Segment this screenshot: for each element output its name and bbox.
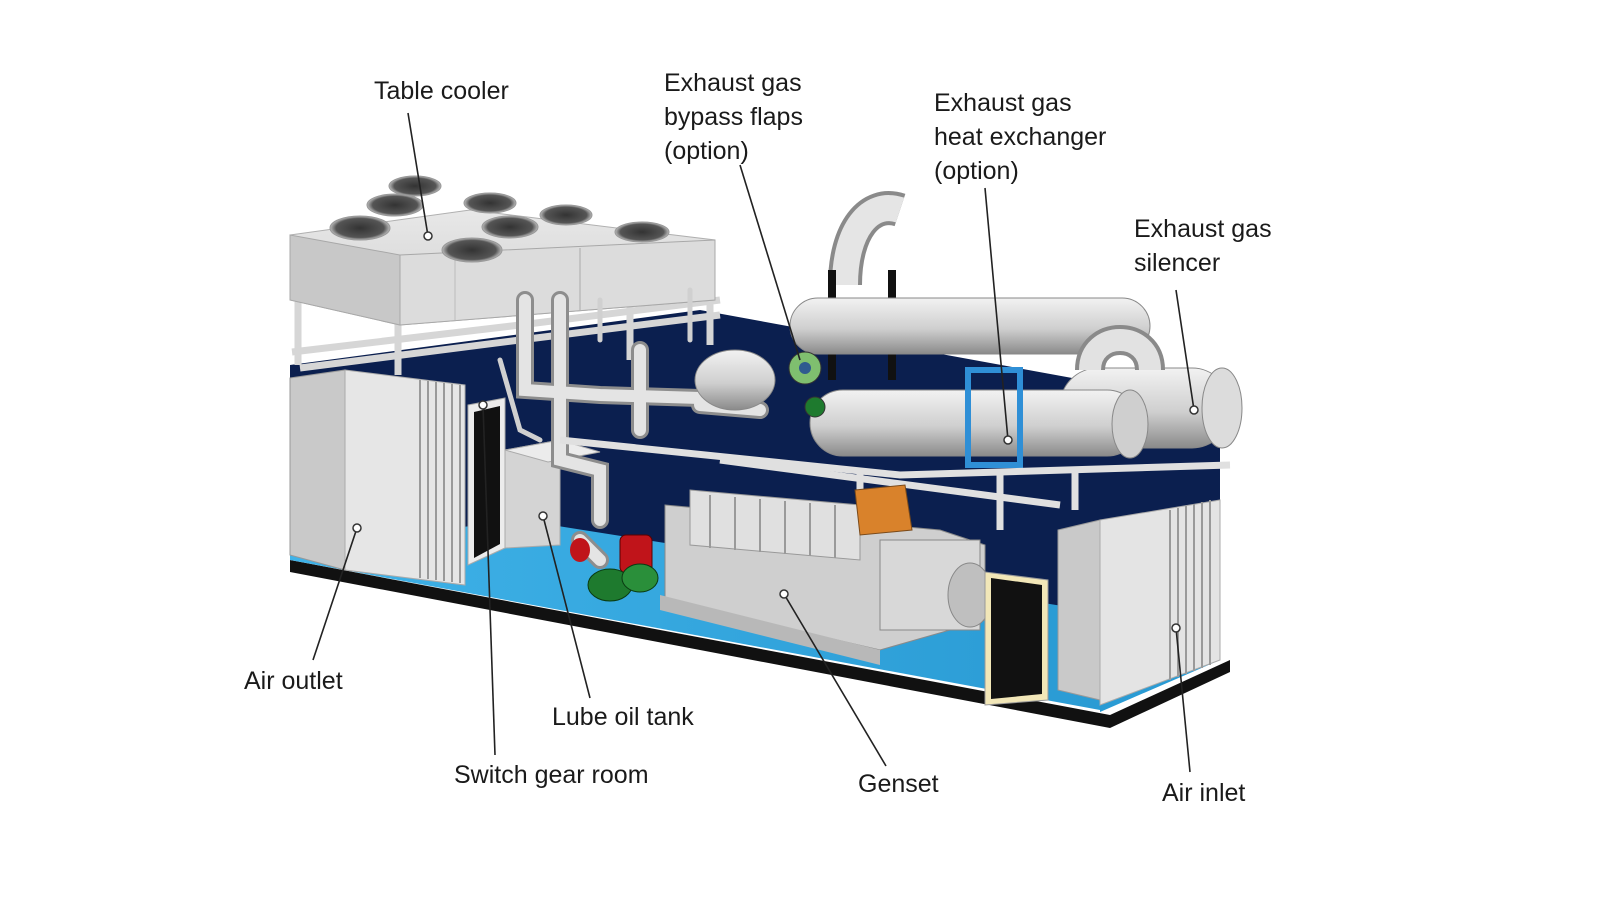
label-hx-line-3: (option) bbox=[934, 157, 1019, 185]
container-base bbox=[290, 560, 1230, 728]
cooler-fans bbox=[329, 175, 670, 263]
label-silencer-line-2: silencer bbox=[1134, 249, 1221, 277]
air-inlet-louvers bbox=[1057, 499, 1221, 706]
leader-lines bbox=[312, 112, 1195, 773]
label-exhaust-bypass-flaps: Exhaust gas bypass flaps (option) bbox=[664, 66, 803, 168]
anchor-dots bbox=[352, 231, 1199, 633]
leader-heat-exchanger bbox=[984, 187, 1009, 441]
label-air-inlet: Air inlet bbox=[1162, 776, 1245, 810]
exhaust-system bbox=[694, 191, 1243, 468]
label-hx-line-1: Exhaust gas bbox=[934, 89, 1072, 117]
label-table-cooler: Table cooler bbox=[374, 74, 509, 108]
table-cooler-blocks bbox=[289, 209, 716, 326]
leader-silencer bbox=[1175, 289, 1195, 411]
engine-frame-rails bbox=[559, 436, 1231, 530]
label-genset: Genset bbox=[858, 767, 939, 801]
label-bypass-line-2: bypass flaps bbox=[664, 103, 803, 131]
label-silencer-line-1: Exhaust gas bbox=[1134, 215, 1272, 243]
label-exhaust-heat-exchanger: Exhaust gas heat exchanger (option) bbox=[934, 86, 1106, 188]
leader-table-cooler bbox=[407, 112, 429, 237]
label-air-outlet: Air outlet bbox=[244, 664, 343, 698]
label-lube-oil-tank-text: Lube oil tank bbox=[552, 703, 694, 731]
genset-engine bbox=[660, 484, 993, 665]
leader-switch-gear bbox=[482, 404, 496, 756]
leader-genset bbox=[783, 593, 887, 767]
label-air-inlet-text: Air inlet bbox=[1162, 779, 1246, 807]
label-exhaust-silencer: Exhaust gas silencer bbox=[1134, 212, 1272, 280]
label-genset-text: Genset bbox=[858, 770, 939, 798]
genset-room-door bbox=[984, 571, 1049, 706]
label-air-outlet-text: Air outlet bbox=[244, 667, 343, 695]
air-outlet-louvers bbox=[289, 369, 466, 586]
label-bypass-line-1: Exhaust gas bbox=[664, 69, 802, 97]
leader-bypass-flaps bbox=[739, 164, 801, 361]
label-switch-gear-room: Switch gear room bbox=[454, 758, 649, 792]
leader-air-inlet bbox=[1175, 627, 1191, 773]
leader-lube-oil bbox=[542, 515, 591, 699]
leader-air-outlet bbox=[312, 527, 358, 661]
label-switch-gear-room-text: Switch gear room bbox=[454, 761, 649, 789]
label-table-cooler-text: Table cooler bbox=[374, 77, 509, 105]
label-hx-line-2: heat exchanger bbox=[934, 123, 1107, 151]
label-bypass-line-3: (option) bbox=[664, 137, 749, 165]
switch-gear-door bbox=[467, 397, 506, 566]
label-lube-oil-tank: Lube oil tank bbox=[552, 700, 694, 734]
pump-and-valve bbox=[570, 534, 659, 602]
